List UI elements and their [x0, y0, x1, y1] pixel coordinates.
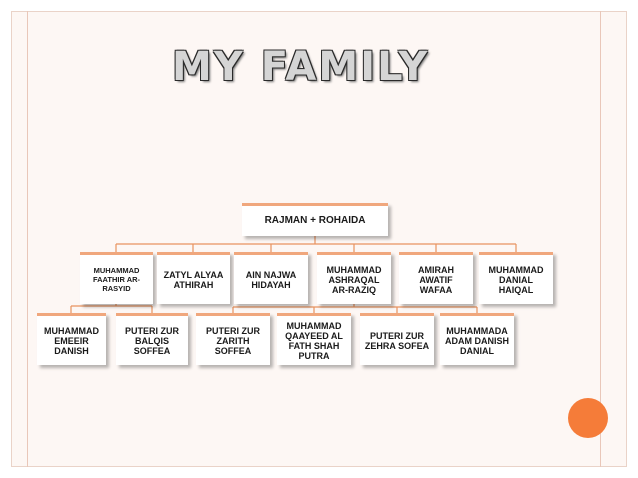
child-node: MUHAMMAD DANIAL HAIQAL: [479, 252, 553, 304]
child-node: AIN NAJWA HIDAYAH: [234, 252, 308, 304]
left-border-rule: [27, 11, 28, 467]
child-label: AMIRAH AWATIF WAFAA: [418, 264, 454, 295]
grandchild-label: PUTERI ZUR BALQIS SOFFEA: [125, 325, 179, 356]
page-title: MY FAMILY: [172, 44, 430, 90]
grandchild-label: MUHAMMAD QAAYEED AL FATH SHAH PUTRA: [285, 320, 343, 361]
grandchild-node: MUHAMMAD QAAYEED AL FATH SHAH PUTRA: [277, 313, 351, 365]
child-label: MUHAMMAD FAATHIR AR-RASYID: [92, 266, 141, 293]
grandchild-label: PUTERI ZUR ZARITH SOFFEA: [206, 325, 260, 356]
slide-background: [11, 11, 627, 467]
child-label: MUHAMMAD ASHRAQAL AR-RAZIQ: [326, 264, 382, 295]
grandchild-node: PUTERI ZUR ZARITH SOFFEA: [196, 313, 270, 365]
root-node: RAJMAN + ROHAIDA: [242, 203, 388, 236]
right-border-rule: [600, 11, 601, 467]
child-node: MUHAMMAD FAATHIR AR-RASYID: [80, 252, 153, 304]
grandchild-node: MUHAMMAD EMEEIR DANISH: [37, 313, 106, 365]
grandchild-label: MUHAMMADA ADAM DANISH DANIAL: [445, 325, 509, 356]
root-label: RAJMAN + ROHAIDA: [264, 215, 366, 226]
grandchild-node: PUTERI ZUR ZEHRA SOFEA: [360, 313, 434, 365]
child-label: MUHAMMAD DANIAL HAIQAL: [488, 264, 544, 295]
grandchild-node: PUTERI ZUR BALQIS SOFFEA: [116, 313, 188, 365]
grandchild-label: MUHAMMAD EMEEIR DANISH: [44, 325, 99, 356]
decorative-circle: [568, 398, 608, 438]
child-node: ZATYL ALYAA ATHIRAH: [157, 252, 230, 304]
child-node: AMIRAH AWATIF WAFAA: [399, 252, 473, 304]
grandchild-node: MUHAMMADA ADAM DANISH DANIAL: [440, 313, 514, 365]
grandchild-label: PUTERI ZUR ZEHRA SOFEA: [364, 330, 430, 351]
child-node: MUHAMMAD ASHRAQAL AR-RAZIQ: [317, 252, 391, 304]
child-label: AIN NAJWA HIDAYAH: [245, 269, 297, 290]
child-label: ZATYL ALYAA ATHIRAH: [163, 269, 224, 290]
